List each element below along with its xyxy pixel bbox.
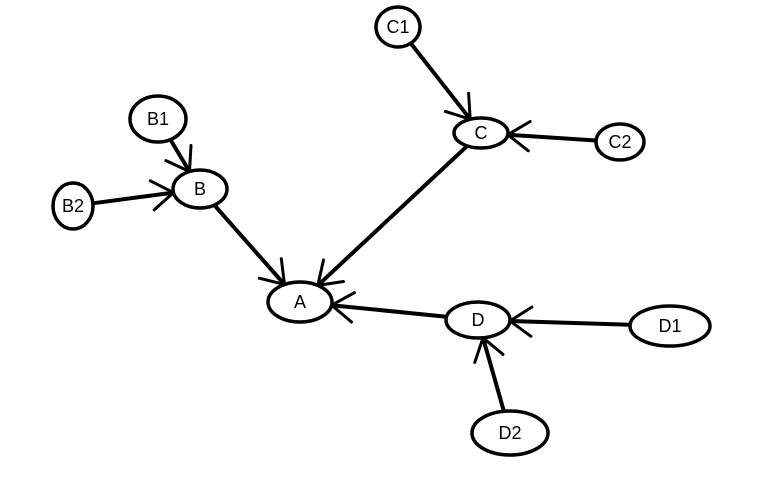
edge-B2-to-B <box>90 179 177 212</box>
node-label: C <box>475 123 488 143</box>
edge-D-to-A <box>328 291 449 324</box>
edge-line <box>212 203 287 287</box>
node-label: D <box>472 310 485 330</box>
edge-line <box>481 335 506 414</box>
node-ellipse <box>266 280 334 324</box>
edge-B1-to-B <box>164 137 193 174</box>
node-ellipse <box>594 122 646 162</box>
edge-line <box>508 319 633 327</box>
node-B1: B1 <box>128 94 188 144</box>
node-D2: D2 <box>470 409 550 457</box>
node-ellipse <box>51 181 95 231</box>
node-label: D2 <box>498 423 521 443</box>
edge-C-to-A <box>315 143 470 288</box>
node-label: B <box>194 179 206 199</box>
node-D1: D1 <box>628 304 712 348</box>
node-C1: C1 <box>374 5 422 49</box>
edge-C1-to-C <box>408 41 473 122</box>
node-C2: C2 <box>594 122 646 162</box>
node-ellipse <box>171 168 229 210</box>
node-label: D1 <box>658 316 681 336</box>
node-ellipse <box>444 300 512 340</box>
node-D: D <box>444 300 512 340</box>
edge-line <box>168 137 192 174</box>
node-label: C1 <box>386 17 409 37</box>
node-label: A <box>294 292 306 312</box>
edge-B-to-A <box>212 203 287 287</box>
edge-D1-to-D <box>507 305 633 338</box>
edge-line <box>505 132 599 143</box>
node-B2: B2 <box>51 181 95 231</box>
node-ellipse <box>452 116 510 150</box>
edge-line <box>315 143 470 288</box>
node-label: B2 <box>62 196 84 216</box>
edge-line <box>408 41 473 122</box>
edge-line <box>329 303 449 319</box>
node-A: A <box>266 280 334 324</box>
edge-C2-to-C <box>505 120 599 153</box>
node-B: B <box>171 168 229 210</box>
node-ellipse <box>128 94 188 144</box>
node-ellipse <box>628 304 712 348</box>
edge-D2-to-D <box>473 335 506 414</box>
node-ellipse <box>470 409 550 457</box>
node-label: C2 <box>608 132 631 152</box>
node-label: B1 <box>147 109 169 129</box>
node-C: C <box>452 116 510 150</box>
node-ellipse <box>374 5 422 49</box>
edge-line <box>90 190 176 206</box>
